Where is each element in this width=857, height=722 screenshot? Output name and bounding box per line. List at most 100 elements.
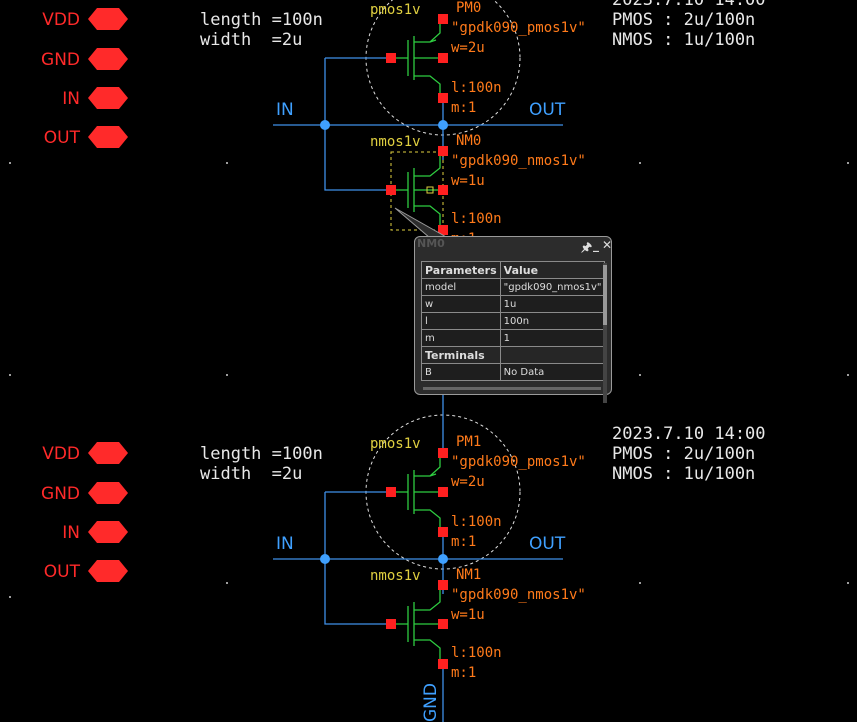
timestamp: 2023.7.10 14:00 — [612, 0, 766, 10]
pin-in-icon[interactable] — [88, 521, 128, 543]
table-row[interactable]: B No Data — [421, 363, 606, 381]
pin-in-icon[interactable] — [88, 87, 128, 109]
pin-label-out: OUT — [44, 562, 81, 582]
pin-vdd-icon[interactable] — [88, 8, 128, 30]
pin-icon[interactable]: 🖈 — [581, 240, 593, 254]
pmos-instance-name: PM1 — [456, 434, 481, 450]
nmos-length: l:100n — [451, 645, 502, 661]
nmos-selection-marker — [426, 186, 434, 194]
nmos-symbol[interactable] — [391, 589, 443, 664]
pin-vdd-icon[interactable] — [88, 442, 128, 464]
nmos-bulk-pin[interactable] — [438, 185, 448, 195]
pin-label-gnd: GND — [41, 484, 80, 504]
inverter-schematic-2: length =100n width =2u 2023.7.10 14:00 P… — [200, 250, 766, 722]
pin-label-vdd: VDD — [42, 10, 80, 30]
pmos-bulk-pin[interactable] — [438, 487, 448, 497]
horizontal-scrollbar[interactable] — [423, 387, 601, 390]
pin-gnd-icon[interactable] — [88, 48, 128, 70]
pmos-cell-name: pmos1v — [370, 2, 421, 18]
pin-gnd-icon[interactable] — [88, 482, 128, 504]
section-terminals: Terminals — [421, 346, 501, 364]
parameters-table: Parameters Value model "gpdk090_nmos1v" … — [421, 261, 606, 381]
junction-dot — [320, 120, 330, 130]
net-label-out: OUT — [529, 534, 566, 554]
pmos-gate-pin[interactable] — [386, 53, 396, 63]
pmos-gate-pin[interactable] — [386, 487, 396, 497]
param-name: w — [421, 295, 501, 313]
pmos-length: l:100n — [451, 514, 502, 530]
nmos-source-pin[interactable] — [438, 659, 448, 669]
param-value: 1 — [499, 329, 606, 347]
param-width: width =2u — [200, 464, 302, 484]
terminal-name: B — [421, 363, 501, 381]
pmos-model: "gpdk090_pmos1v" — [451, 20, 586, 36]
pmos-bulk-pin[interactable] — [438, 53, 448, 63]
wire-net — [273, 57, 563, 250]
nmos-model: "gpdk090_nmos1v" — [451, 587, 586, 603]
param-length: length =100n — [200, 10, 323, 30]
junction-dot — [320, 554, 330, 564]
nmos-cell-name: nmos1v — [370, 134, 421, 150]
pmos-symbol[interactable] — [391, 454, 443, 532]
pin-out-icon[interactable] — [88, 126, 128, 148]
nmos-width: w=1u — [451, 173, 485, 189]
pin-label-out: OUT — [44, 128, 81, 148]
param-value: "gpdk090_nmos1v" — [499, 278, 606, 296]
nmos-gate-pin[interactable] — [386, 185, 396, 195]
popup-titlebar[interactable]: NM0 🖈 _ ✕ — [415, 237, 613, 255]
pmos-drain-pin[interactable] — [438, 527, 448, 537]
terminal-value: No Data — [499, 363, 606, 381]
section-terminals-value — [499, 346, 606, 364]
inverter-schematic-1: length =100n width =2u 2023.7.10 14:00 P… — [200, 0, 766, 250]
table-row[interactable]: l 100n — [421, 312, 606, 330]
param-value: 100n — [499, 312, 606, 330]
nmos-drain-pin[interactable] — [438, 580, 448, 590]
pin-group-bottom: VDD GND IN OUT — [41, 442, 128, 582]
popup-title: NM0 — [417, 237, 445, 250]
pmos-drain-pin[interactable] — [438, 93, 448, 103]
nmos-symbol[interactable] — [391, 155, 443, 230]
nmos-source-pin[interactable] — [438, 225, 448, 235]
table-row[interactable]: model "gpdk090_nmos1v" — [421, 278, 606, 296]
nmos-width: w=1u — [451, 607, 485, 623]
nmos-cell-name: nmos1v — [370, 568, 421, 584]
pmos-source-pin[interactable] — [438, 14, 448, 24]
pmos-length: l:100n — [451, 80, 502, 96]
nmos-instance-name: NM1 — [456, 567, 481, 583]
param-length: length =100n — [200, 444, 323, 464]
nmos-model: "gpdk090_nmos1v" — [451, 153, 586, 169]
nmos-instance-name: NM0 — [456, 133, 481, 149]
net-label-gnd: GND — [421, 683, 441, 722]
pmos-symbol[interactable] — [391, 20, 443, 98]
pmos-multiplier: m:1 — [451, 100, 476, 116]
pin-out-icon[interactable] — [88, 560, 128, 582]
instance-info-popup[interactable]: NM0 🖈 _ ✕ Parameters Value model "gpdk09… — [414, 236, 613, 403]
pin-label-in: IN — [62, 89, 80, 109]
close-icon[interactable]: ✕ — [602, 238, 613, 252]
nmos-drain-pin[interactable] — [438, 146, 448, 156]
vertical-scrollbar[interactable] — [603, 263, 607, 403]
nmos-length: l:100n — [451, 211, 502, 227]
nmos-selection-box — [390, 151, 444, 231]
spec-pmos: PMOS : 2u/100n — [612, 10, 755, 30]
junction-dot — [438, 120, 448, 130]
pin-group-top: VDD GND IN OUT — [41, 8, 128, 148]
pmos-multiplier: m:1 — [451, 534, 476, 550]
header-parameters: Parameters — [421, 261, 501, 279]
param-value: 1u — [499, 295, 606, 313]
pmos-width: w=2u — [451, 474, 485, 490]
table-row[interactable]: m 1 — [421, 329, 606, 347]
nmos-bulk-pin[interactable] — [438, 619, 448, 629]
minimize-icon[interactable]: _ — [593, 238, 599, 252]
nmos-gate-pin[interactable] — [386, 619, 396, 629]
pmos-source-pin[interactable] — [438, 448, 448, 458]
pmos-cell-name: pmos1v — [370, 436, 421, 452]
nmos-multiplier: m:1 — [451, 665, 476, 681]
param-name: m — [421, 329, 501, 347]
param-name: l — [421, 312, 501, 330]
pin-label-vdd: VDD — [42, 444, 80, 464]
scrollbar-thumb[interactable] — [603, 265, 607, 325]
pmos-width: w=2u — [451, 40, 485, 56]
table-row[interactable]: w 1u — [421, 295, 606, 313]
